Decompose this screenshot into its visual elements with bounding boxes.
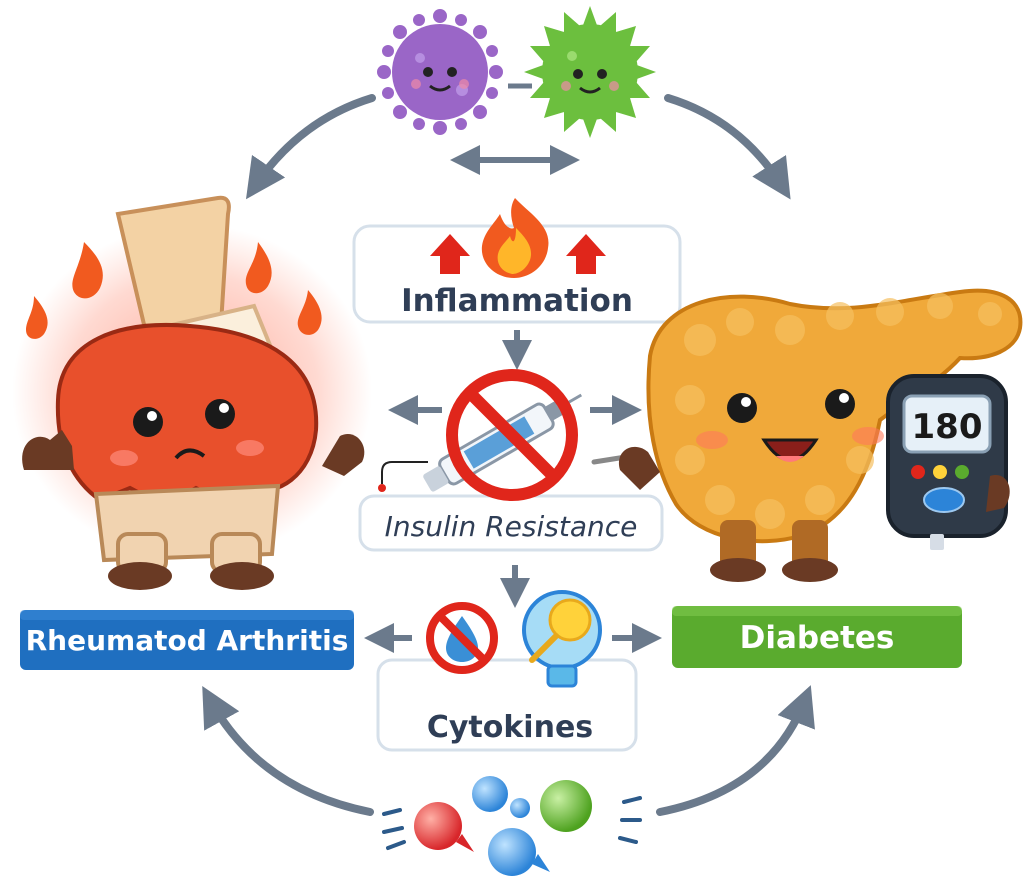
no-insulin-syringe-icon — [423, 369, 583, 501]
inflammation-label: Inflammation — [401, 283, 633, 319]
molecule-drop-icon — [382, 776, 642, 876]
glucose-meter-icon: 180 — [886, 374, 1010, 550]
diabetes-label: Diabetes — [740, 620, 895, 656]
wire-tip-left — [378, 484, 386, 492]
diabetes-banner: Diabetes — [672, 606, 962, 668]
rheumatoid-arthritis-label: Rheumatod Arthritis — [26, 624, 349, 657]
arrow-bottom-left — [202, 686, 374, 816]
flame-icon — [481, 198, 549, 278]
inflamed-joint-character — [12, 195, 372, 590]
cycle-arrows — [202, 94, 815, 816]
arrow-top-right — [664, 94, 791, 200]
arrow-bottom-right — [656, 685, 815, 816]
cytokines-label: Cytokines — [427, 710, 593, 745]
arrow-top-left — [245, 94, 376, 200]
dangling-wire-left — [381, 461, 428, 484]
lollipop-icon — [522, 590, 602, 688]
up-arrow-icon — [430, 234, 470, 274]
rheumatoid-arthritis-banner: Rheumatod Arthritis — [20, 610, 354, 670]
purple-virus-icon — [377, 9, 503, 135]
green-virus-icon — [524, 6, 656, 138]
up-arrow-icon — [566, 234, 606, 274]
insulin-resistance-label: Insulin Resistance — [385, 510, 638, 543]
glucose-reading: 180 — [912, 407, 983, 447]
no-water-drop-icon — [426, 602, 498, 674]
pancreas-character — [618, 288, 1023, 582]
